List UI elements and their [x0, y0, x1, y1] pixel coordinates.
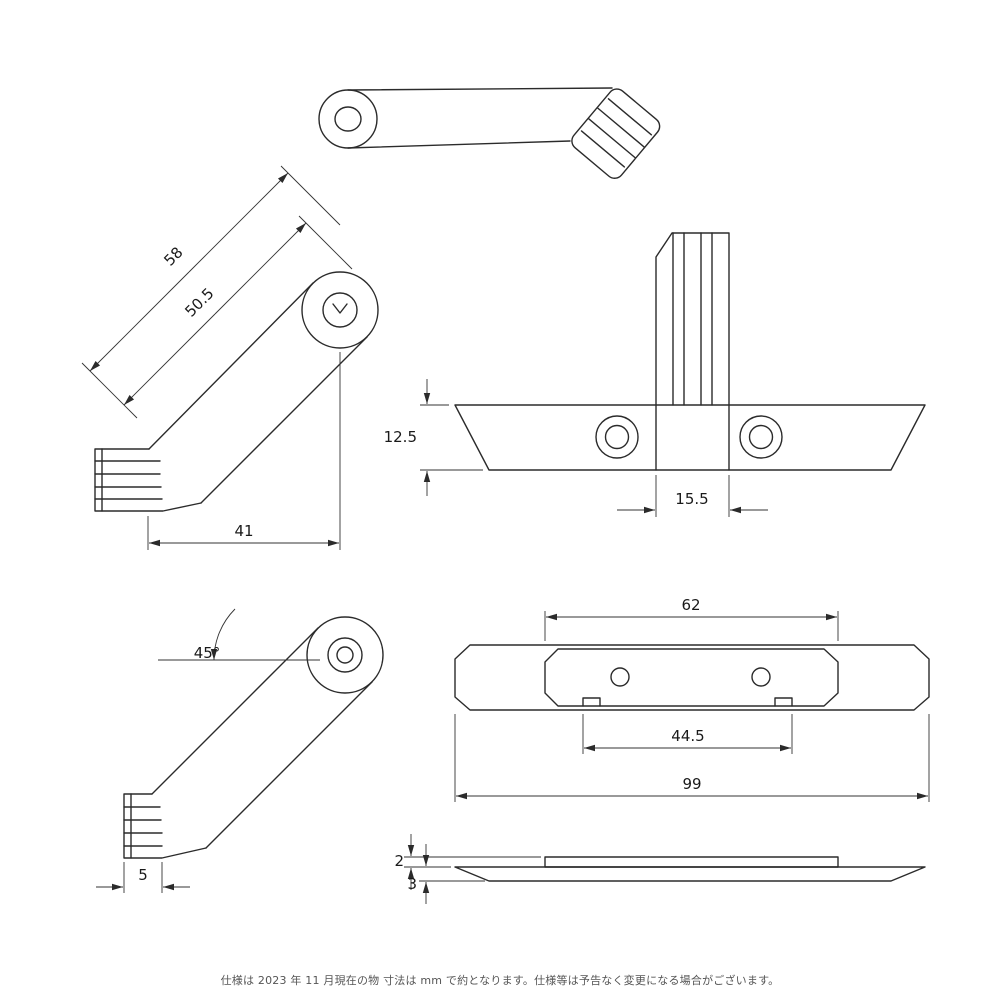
view-side-upper: 58 50.5 41	[81, 165, 379, 550]
dimension-line-50-5	[123, 313, 216, 406]
dim-label-50-5: 50.5	[181, 284, 217, 320]
foot-outline	[94, 448, 202, 512]
view-side-lower: 45° 5	[96, 608, 384, 893]
dim-label-45deg: 45°	[194, 644, 221, 662]
view-profile: 2 3	[394, 834, 926, 904]
arm-boss-outline	[318, 89, 378, 149]
edge-notch	[774, 697, 793, 707]
mount-hole	[604, 424, 630, 450]
edge-notch	[582, 697, 601, 707]
dim-label-3: 3	[407, 875, 417, 893]
dim-label-99: 99	[682, 775, 701, 793]
dim-label-12-5: 12.5	[384, 428, 417, 446]
mount-hole	[748, 424, 774, 450]
extension-line	[81, 362, 138, 419]
extension-line	[298, 215, 353, 270]
dim-label-15-5: 15.5	[675, 490, 708, 508]
pivot-boss-hole	[336, 646, 354, 664]
footer-note: 仕様は 2023 年 11 月現在の物 寸法は mm で約となります。仕様等は予…	[220, 974, 780, 987]
mount-tab-rib	[580, 130, 626, 168]
arm-upper-edge	[151, 627, 319, 795]
arm-boss-hole	[334, 106, 362, 132]
raised-strip-profile	[544, 856, 839, 868]
dim-label-5: 5	[138, 866, 148, 884]
mount-tab-rib	[597, 107, 645, 148]
dim-label-2: 2	[394, 852, 404, 870]
arm-bottom-edge	[347, 140, 571, 149]
mount-tab-block	[571, 88, 661, 179]
dim-label-44-5: 44.5	[671, 727, 704, 745]
pivot-boss-outline	[301, 271, 379, 349]
base-plate-outline	[454, 644, 930, 711]
mount-hole	[610, 667, 630, 687]
pivot-boss-outline	[306, 616, 384, 694]
extension-line	[280, 165, 341, 226]
dim-label-41: 41	[234, 522, 253, 540]
pivot-boss-bore	[322, 292, 358, 328]
view-front: 12.5 15.5	[384, 232, 926, 517]
mount-hole-counterbore	[595, 415, 639, 459]
base-bar-outline	[454, 404, 926, 471]
pivot-center-mark	[332, 303, 348, 314]
column-outline	[655, 232, 730, 406]
dim-label-58: 58	[160, 243, 186, 269]
mount-tab-rib	[588, 118, 636, 159]
dimension-line-58	[89, 271, 190, 372]
mount-hole	[751, 667, 771, 687]
dimension-line-58	[188, 172, 289, 273]
arm-lower-edge	[205, 681, 373, 849]
view-isometric-arm	[318, 87, 661, 179]
view-top: 62 44.5 99	[454, 596, 930, 802]
mount-tab-outline	[571, 88, 661, 179]
dim-label-62: 62	[681, 596, 700, 614]
raised-center-outline	[544, 648, 839, 707]
arm-top-edge	[347, 87, 613, 91]
pivot-boss-bore	[327, 637, 363, 673]
arm-upper-edge	[148, 282, 314, 450]
dimension-line-50-5	[214, 222, 307, 315]
mount-hole-counterbore	[739, 415, 783, 459]
foot-outline	[123, 793, 207, 859]
mount-tab-rib	[607, 98, 653, 136]
base-plate-profile	[454, 866, 926, 882]
angle-arc-45	[210, 608, 236, 661]
arm-lower-edge	[200, 336, 368, 504]
